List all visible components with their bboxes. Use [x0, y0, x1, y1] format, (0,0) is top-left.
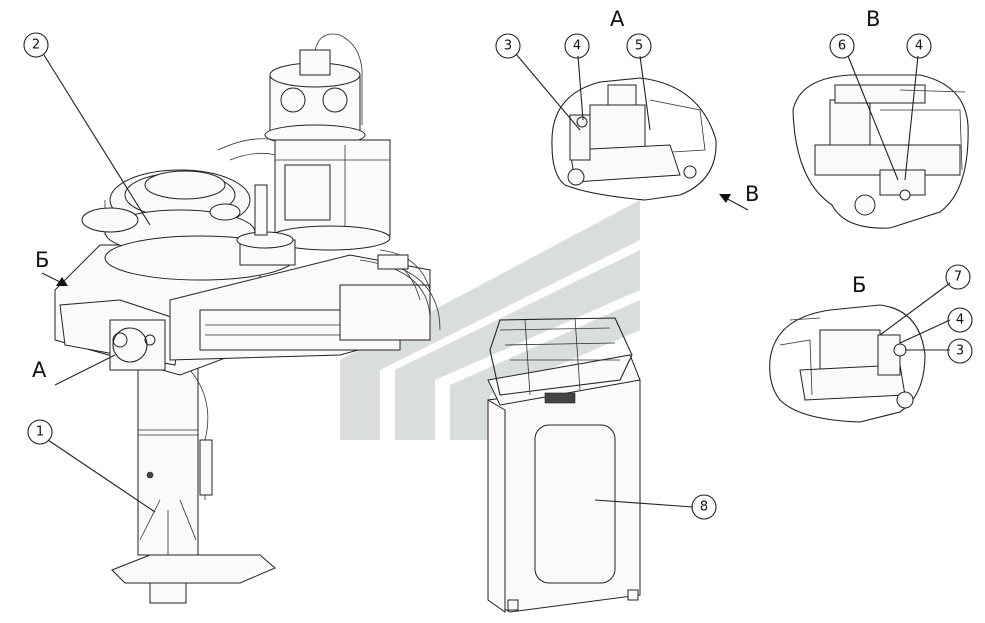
- detail-view-a: [551, 77, 717, 201]
- view-label-a-main: А: [32, 358, 47, 382]
- svg-text:4: 4: [915, 39, 923, 54]
- svg-text:7: 7: [954, 270, 962, 285]
- callout-2: 2: [23, 32, 49, 58]
- callout-3-view-b: 3: [947, 338, 973, 364]
- callout-8: 8: [691, 494, 717, 520]
- view-label-v-detail: В: [866, 7, 880, 31]
- callout-1: 1: [27, 419, 53, 445]
- callout-leaders: [43, 53, 951, 513]
- svg-text:5: 5: [635, 39, 643, 54]
- svg-text:6: 6: [838, 39, 846, 54]
- callout-5-view-a: 5: [626, 33, 652, 59]
- callout-4-view-v: 4: [906, 33, 932, 59]
- svg-text:3: 3: [504, 39, 512, 54]
- view-label-b-detail: Б: [852, 273, 866, 297]
- callout-4-view-a: 4: [564, 33, 590, 59]
- detail-view-b: [769, 304, 926, 423]
- svg-text:1: 1: [36, 425, 44, 440]
- view-a-leader: [54, 354, 116, 386]
- view-a-marker-circle: [112, 327, 148, 363]
- control-cabinet: [487, 317, 641, 613]
- svg-text:2: 2: [32, 38, 40, 53]
- detail-view-v: [792, 74, 969, 229]
- view-arrow-b: [41, 272, 68, 286]
- callout-4-view-b: 4: [947, 307, 973, 333]
- callout-3-view-a: 3: [495, 33, 521, 59]
- view-label-a-detail: А: [610, 7, 625, 31]
- svg-text:4: 4: [956, 313, 964, 328]
- callout-6-view-v: 6: [829, 33, 855, 59]
- robot-assembly: [54, 33, 441, 604]
- view-arrow-v: [719, 194, 749, 211]
- svg-text:4: 4: [573, 39, 581, 54]
- svg-text:3: 3: [956, 344, 964, 359]
- svg-text:8: 8: [700, 500, 708, 515]
- view-label-b-main: Б: [35, 248, 49, 272]
- view-label-v-arrow: В: [745, 182, 759, 206]
- callout-7-view-b: 7: [945, 264, 971, 290]
